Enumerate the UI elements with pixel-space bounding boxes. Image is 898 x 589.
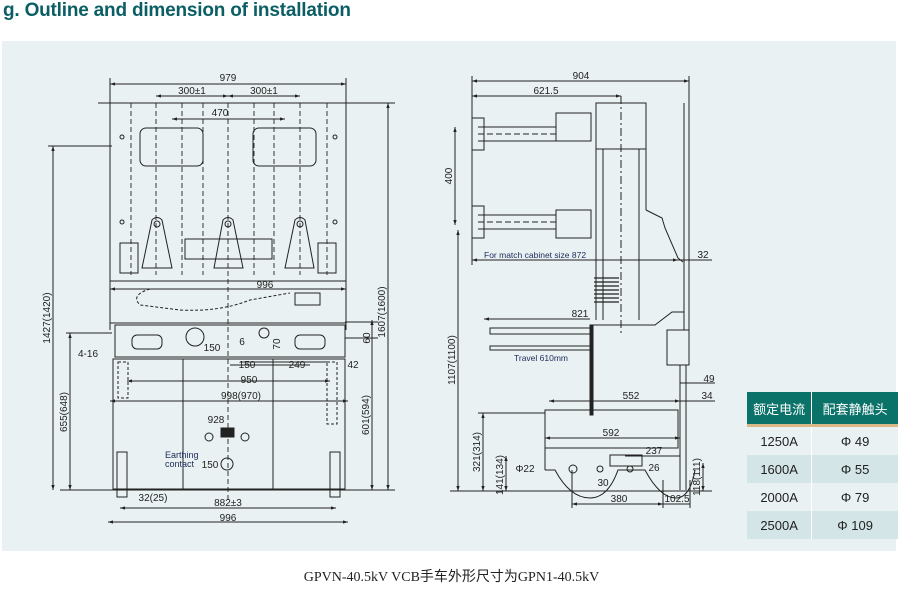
earthing-label-1: Earthing xyxy=(165,450,199,460)
dim-6: 6 xyxy=(239,337,245,348)
dim-30: 30 xyxy=(597,478,609,489)
dim-928: 928 xyxy=(208,415,225,426)
rated-current: 1250A xyxy=(747,425,812,455)
dim-882: 882±3 xyxy=(214,498,242,509)
dim-821: 821 xyxy=(572,309,589,320)
dim-621: 621.5 xyxy=(533,86,558,97)
travel-label: Travel 610mm xyxy=(514,353,568,363)
lower-arm-insulator xyxy=(555,209,592,239)
dim-141: 141(134) xyxy=(495,455,506,495)
table-row: 2000A Φ 79 xyxy=(747,483,898,511)
dim-400: 400 xyxy=(444,167,455,184)
contact-spec-table: 额定电流 配套静触头 1250A Φ 49 1600A Φ 55 2000A Φ… xyxy=(747,392,898,539)
spec-table-header: 额定电流 配套静触头 xyxy=(747,392,898,427)
truck-body xyxy=(112,358,346,490)
dim-1427: 1427(1420) xyxy=(42,292,53,343)
dim-150: 150 xyxy=(239,360,256,371)
dim-1607: 1607(1600) xyxy=(377,286,388,337)
dim-34: 34 xyxy=(701,391,713,402)
chassis-top xyxy=(109,280,347,324)
upper-contact-left xyxy=(139,127,204,167)
dim-150-handle: 150 xyxy=(204,343,221,354)
wheel-left xyxy=(116,451,128,498)
table-row: 1600A Φ 55 xyxy=(747,455,898,483)
dim-1107: 1107(1100) xyxy=(447,335,458,385)
rated-current: 2500A xyxy=(747,511,812,539)
side-truck-body xyxy=(544,409,679,449)
table-row: 2500A Φ 109 xyxy=(747,511,898,539)
dim-592: 592 xyxy=(603,428,620,439)
cabinet-size-label: For match cabinet size 872 xyxy=(484,250,586,260)
dim-phi22: Φ22 xyxy=(515,464,535,475)
dim-249: 249 xyxy=(289,360,306,371)
dim-996-rail: 996 xyxy=(257,280,274,291)
dim-32-side: 32 xyxy=(697,250,709,261)
contact-arm-2 xyxy=(213,217,244,269)
dim-102: 102.5 xyxy=(664,494,689,505)
dim-42: 42 xyxy=(347,360,359,371)
dim-32: 32(25) xyxy=(139,493,168,504)
rated-current: 1600A xyxy=(747,455,812,483)
upper-arm-insulator xyxy=(555,112,592,142)
dim-26: 26 xyxy=(648,463,660,474)
dim-552: 552 xyxy=(623,391,640,402)
dim-998: 998(970) xyxy=(221,391,261,402)
static-contact: Φ 55 xyxy=(811,455,898,483)
dim-979: 979 xyxy=(220,73,237,84)
header-rated-current: 额定电流 xyxy=(747,392,812,427)
side-view-dimensions: 904 621.5 400 For match cabinet size 872… xyxy=(444,71,715,505)
table-row: 1250A Φ 49 xyxy=(747,425,898,455)
side-view xyxy=(450,76,715,508)
dim-601: 601(594) xyxy=(361,395,372,435)
dim-150-earth: 150 xyxy=(202,460,219,471)
dim-904: 904 xyxy=(573,71,590,82)
header-static-contact: 配套静触头 xyxy=(811,392,898,427)
dim-300-right: 300±1 xyxy=(250,86,278,97)
dim-655: 655(648) xyxy=(59,392,70,432)
pole-head xyxy=(595,102,647,150)
dim-70: 70 xyxy=(272,338,283,350)
static-contact: Φ 79 xyxy=(811,483,898,511)
dim-300-left: 300±1 xyxy=(178,86,206,97)
dim-321: 321(314) xyxy=(472,432,483,472)
dim-49: 49 xyxy=(703,374,715,385)
dim-237: 237 xyxy=(646,446,663,457)
section-title: g. Outline and dimension of installation xyxy=(3,0,351,21)
upper-contact-right xyxy=(252,127,317,167)
dim-60: 60 xyxy=(362,332,373,344)
earthing-label-2: contact xyxy=(165,459,195,469)
chassis-front-plate xyxy=(114,324,346,358)
dim-950: 950 xyxy=(241,375,258,386)
dim-996-bottom: 996 xyxy=(220,513,237,524)
dim-hole: 4-16 xyxy=(78,349,98,360)
static-contact: Φ 49 xyxy=(811,425,898,455)
contact-arm-3 xyxy=(284,217,315,269)
static-contact: Φ 109 xyxy=(811,511,898,539)
figure-caption: GPVN-40.5kV VCB手车外形尺寸为GPN1-40.5kV xyxy=(303,570,600,585)
wheel-right xyxy=(329,451,341,498)
dim-380: 380 xyxy=(611,494,628,505)
contact-arm-1 xyxy=(141,217,173,269)
dim-118: 118(111) xyxy=(692,458,703,496)
front-view xyxy=(48,78,395,524)
rated-current: 2000A xyxy=(747,483,812,511)
front-view-dimensions: 979 300±1 300±1 470 996 6 70 150 150 249… xyxy=(42,73,388,524)
dim-470: 470 xyxy=(212,108,229,119)
